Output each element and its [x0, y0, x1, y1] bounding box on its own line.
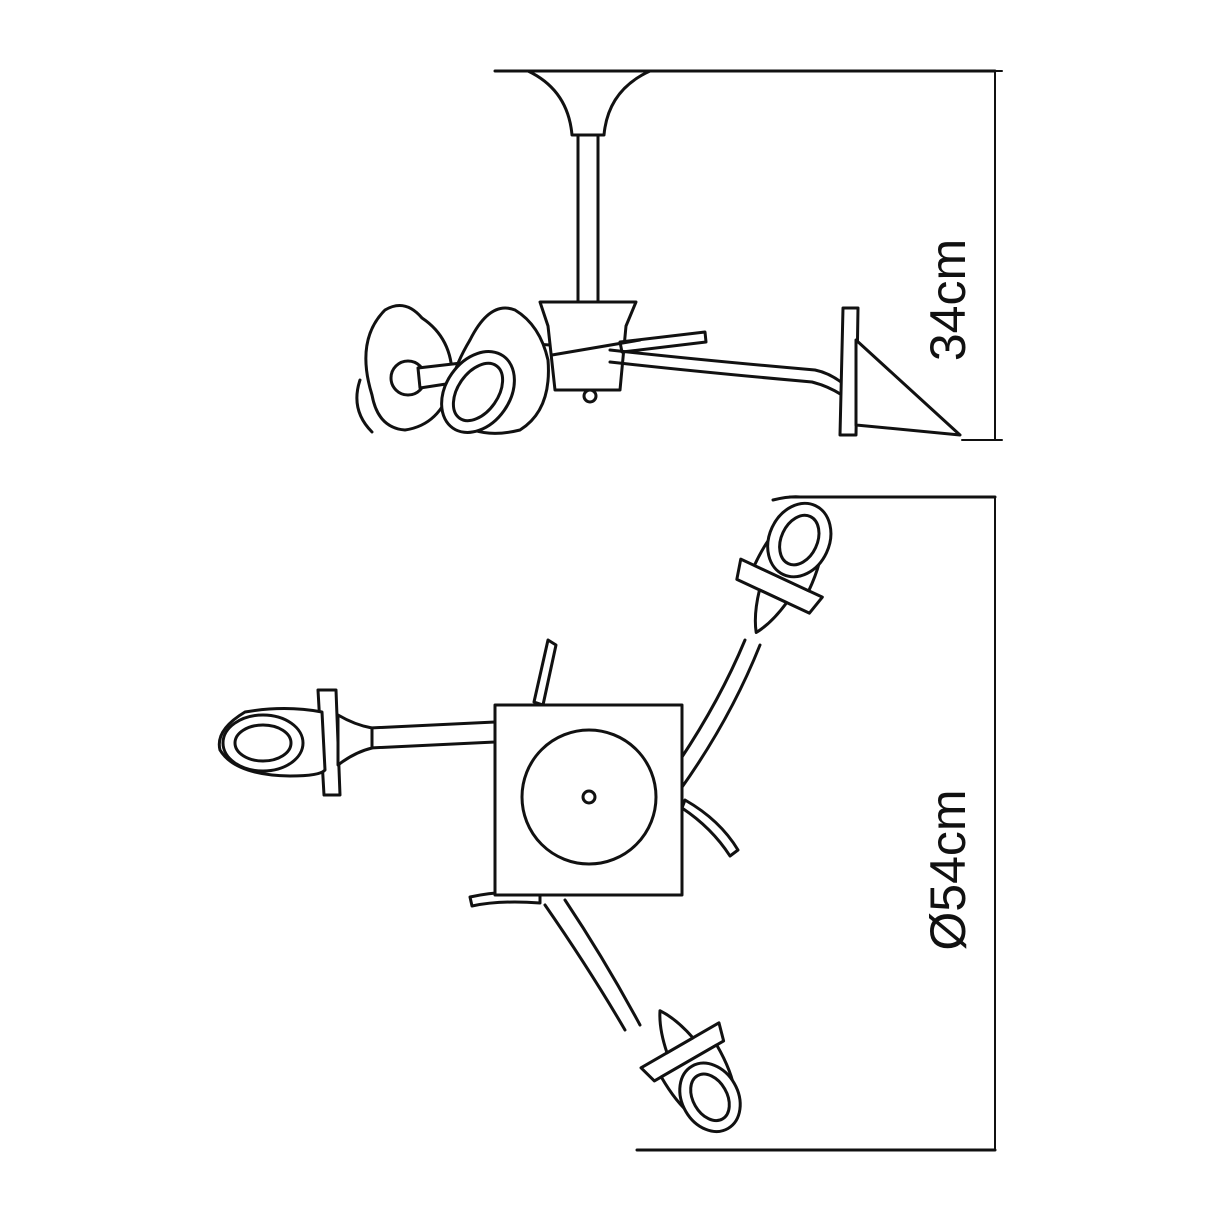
lamp-left-neck [336, 713, 374, 767]
left-lamp-wing-edge [355, 378, 374, 434]
top-reference-curve [771, 495, 802, 502]
side-arm-cross [550, 338, 642, 357]
lamp-bottom-lens-inner [689, 1072, 731, 1123]
arm-left [368, 720, 497, 750]
side-view: 34cm [355, 69, 1003, 441]
lamp-left-lens-inner [233, 723, 293, 763]
top-arm-spur-upper [532, 638, 558, 707]
lamp-left [217, 688, 374, 797]
lamp-bottom-neck [658, 1009, 695, 1055]
lamp-upper-right-neck [753, 588, 789, 635]
bottom-knob [582, 388, 598, 404]
side-arm-right [608, 348, 847, 387]
side-arm-spur [618, 330, 708, 354]
center-screw [581, 789, 597, 805]
diameter-label: Ø54cm [920, 789, 976, 950]
lamp-upper-right [735, 501, 833, 635]
body-cup [538, 300, 638, 392]
arm-bottom-a [563, 898, 642, 1027]
arm-upper-right-b [678, 643, 762, 792]
side-arm-right-lower [608, 360, 844, 397]
right-lamp-bezel [838, 306, 860, 437]
height-label: 34cm [920, 239, 976, 361]
ceiling-canopy [526, 69, 652, 137]
right-lamp-shade [854, 338, 962, 437]
arm-upper-right-a [678, 638, 747, 762]
arm-bottom-b [543, 903, 627, 1032]
stem-rod [576, 133, 600, 305]
lamp-bottom [639, 1009, 742, 1133]
top-view: Ø54cm [217, 495, 997, 1152]
top-arm-spur-right [680, 798, 740, 858]
lamp-upper-right-lens-inner [778, 513, 821, 567]
front-lamp-lens-inner [451, 361, 505, 423]
